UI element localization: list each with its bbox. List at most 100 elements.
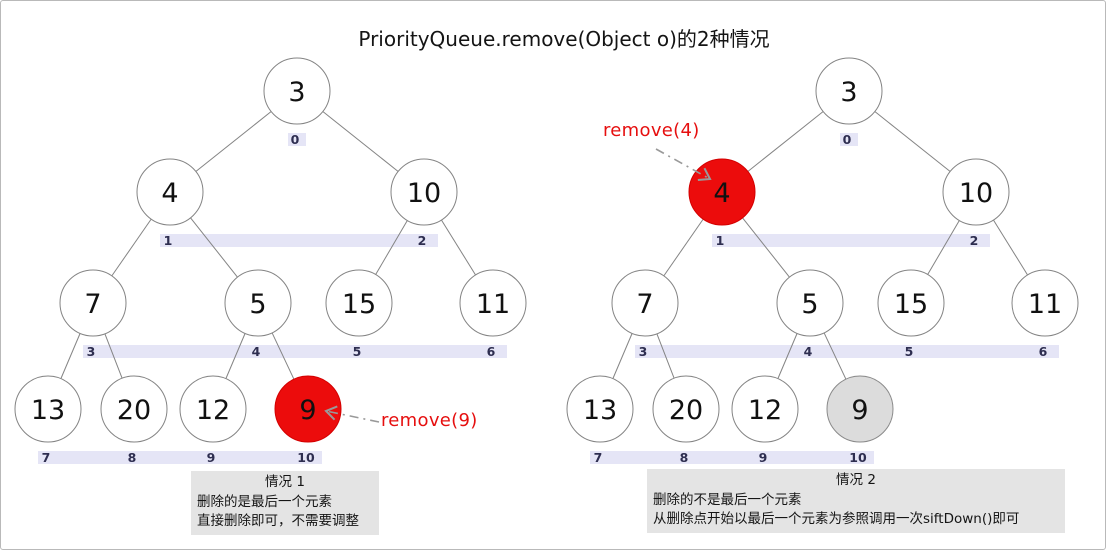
caption-case2-line: 删除的不是最后一个元素 <box>653 491 802 508</box>
heap-node-index-label: 4 <box>804 344 813 359</box>
heap-node-normal <box>390 158 458 226</box>
caption-case1-line: 直接删除即可，不需要调整 <box>197 513 359 529</box>
heap-node-index-label: 9 <box>207 450 216 465</box>
heap-node-index-label: 3 <box>87 344 96 359</box>
heap-node-value: 9 <box>299 395 316 426</box>
heap-node-value: 11 <box>1028 289 1062 320</box>
heap-node-index-label: 1 <box>164 233 173 248</box>
caption-case1: 情况 1 删除的是最后一个元素 直接删除即可，不需要调整 <box>191 471 379 535</box>
tree-edge <box>440 219 477 276</box>
heap-node-normal <box>224 269 292 337</box>
tree-edge <box>612 333 633 379</box>
heap-node-index-label: 2 <box>970 233 979 248</box>
heap-node-normal <box>815 57 883 125</box>
tree-edge <box>747 111 824 172</box>
heap-node-normal <box>731 375 799 443</box>
heap-node-value: 13 <box>31 395 65 426</box>
heap-node-value: 11 <box>476 289 510 320</box>
heap-node-normal <box>179 375 247 443</box>
heap-node-value: 7 <box>84 289 101 320</box>
heap-node-index-label: 1 <box>716 233 725 248</box>
caption-case1-line: 删除的是最后一个元素 <box>197 493 332 510</box>
tree-edge <box>742 217 790 278</box>
heap-node-value: 13 <box>583 395 617 426</box>
tree-edge <box>104 333 123 379</box>
heap-node-normal <box>877 269 945 337</box>
tree-edge <box>195 111 272 172</box>
tree-edge <box>322 111 399 172</box>
tree-edge <box>992 219 1029 276</box>
heap-node-index-label: 8 <box>680 450 689 465</box>
heap-node-normal <box>100 375 168 443</box>
heap-node-normal <box>59 269 127 337</box>
heap-node-normal <box>652 375 720 443</box>
heap-node-normal <box>459 269 527 337</box>
tree-edge <box>225 333 246 379</box>
tree-edge <box>663 218 704 277</box>
index-band-level-0 <box>288 133 306 146</box>
caption-case2-title: 情况 2 <box>836 472 876 488</box>
caption-case2-line: 从删除点开始以最后一个元素为参照调用一次siftDown()即可 <box>653 511 1020 527</box>
remove-label-case2: remove(4) <box>603 120 700 141</box>
heap-node-value: 20 <box>669 395 703 426</box>
heap-node-index-label: 4 <box>252 344 261 359</box>
heap-node-removed <box>274 375 342 443</box>
heap-node-value: 5 <box>801 289 818 320</box>
heap-node-last <box>826 375 894 443</box>
heap-node-index-label: 0 <box>291 132 300 147</box>
index-band-level-2 <box>83 345 507 358</box>
caption-case2: 情况 2 删除的不是最后一个元素 从删除点开始以最后一个元素为参照调用一次sif… <box>647 469 1065 533</box>
heap-node-normal <box>1011 269 1079 337</box>
index-band-level-1 <box>160 234 438 247</box>
heap-node-normal <box>136 158 204 226</box>
tree-edge <box>777 333 798 379</box>
tree-edge <box>823 332 847 380</box>
heap-node-index-label: 10 <box>297 450 315 465</box>
tree-edge <box>656 333 675 379</box>
heap-node-index-label: 6 <box>487 344 496 359</box>
heap-node-normal <box>611 269 679 337</box>
index-band-level-1 <box>712 234 990 247</box>
heap-node-index-label: 5 <box>353 344 362 359</box>
heap-node-value: 12 <box>196 395 230 426</box>
caption-case1-title: 情况 1 <box>265 474 305 490</box>
remove-label-case1: remove(9) <box>381 410 478 431</box>
tree-edge <box>60 333 81 379</box>
index-band-level-3 <box>590 451 874 464</box>
tree-edge <box>111 218 152 277</box>
heap-node-index-label: 8 <box>128 450 137 465</box>
heap-node-normal <box>325 269 393 337</box>
heap-node-index-label: 7 <box>42 450 51 465</box>
heap-node-value: 4 <box>161 178 178 209</box>
heap-node-index-label: 2 <box>418 233 427 248</box>
index-band-level-3 <box>38 451 322 464</box>
heap-node-normal <box>566 375 634 443</box>
heap-node-index-label: 5 <box>905 344 914 359</box>
heap-node-index-label: 7 <box>594 450 603 465</box>
heap-node-value: 5 <box>249 289 266 320</box>
tree-edge <box>190 217 238 278</box>
heap-node-value: 7 <box>636 289 653 320</box>
tree-edge <box>874 111 951 172</box>
index-band-level-2 <box>635 345 1059 358</box>
index-band-level-0 <box>840 133 858 146</box>
heap-node-index-label: 9 <box>759 450 768 465</box>
tree-edge <box>375 220 408 275</box>
heap-node-normal <box>776 269 844 337</box>
heap-node-index-label: 3 <box>639 344 648 359</box>
heap-node-value: 10 <box>407 178 441 209</box>
tree-edge <box>927 220 960 275</box>
remove-arrow <box>324 405 380 423</box>
heap-node-index-label: 10 <box>849 450 867 465</box>
heap-node-value: 12 <box>748 395 782 426</box>
heap-node-normal <box>263 57 331 125</box>
heap-node-value: 10 <box>959 178 993 209</box>
heap-node-index-label: 6 <box>1039 344 1048 359</box>
page-title: PriorityQueue.remove(Object o)的2种情况 <box>358 27 770 51</box>
heap-node-value: 20 <box>117 395 151 426</box>
heap-node-value: 15 <box>342 289 376 320</box>
heap-node-normal <box>942 158 1010 226</box>
